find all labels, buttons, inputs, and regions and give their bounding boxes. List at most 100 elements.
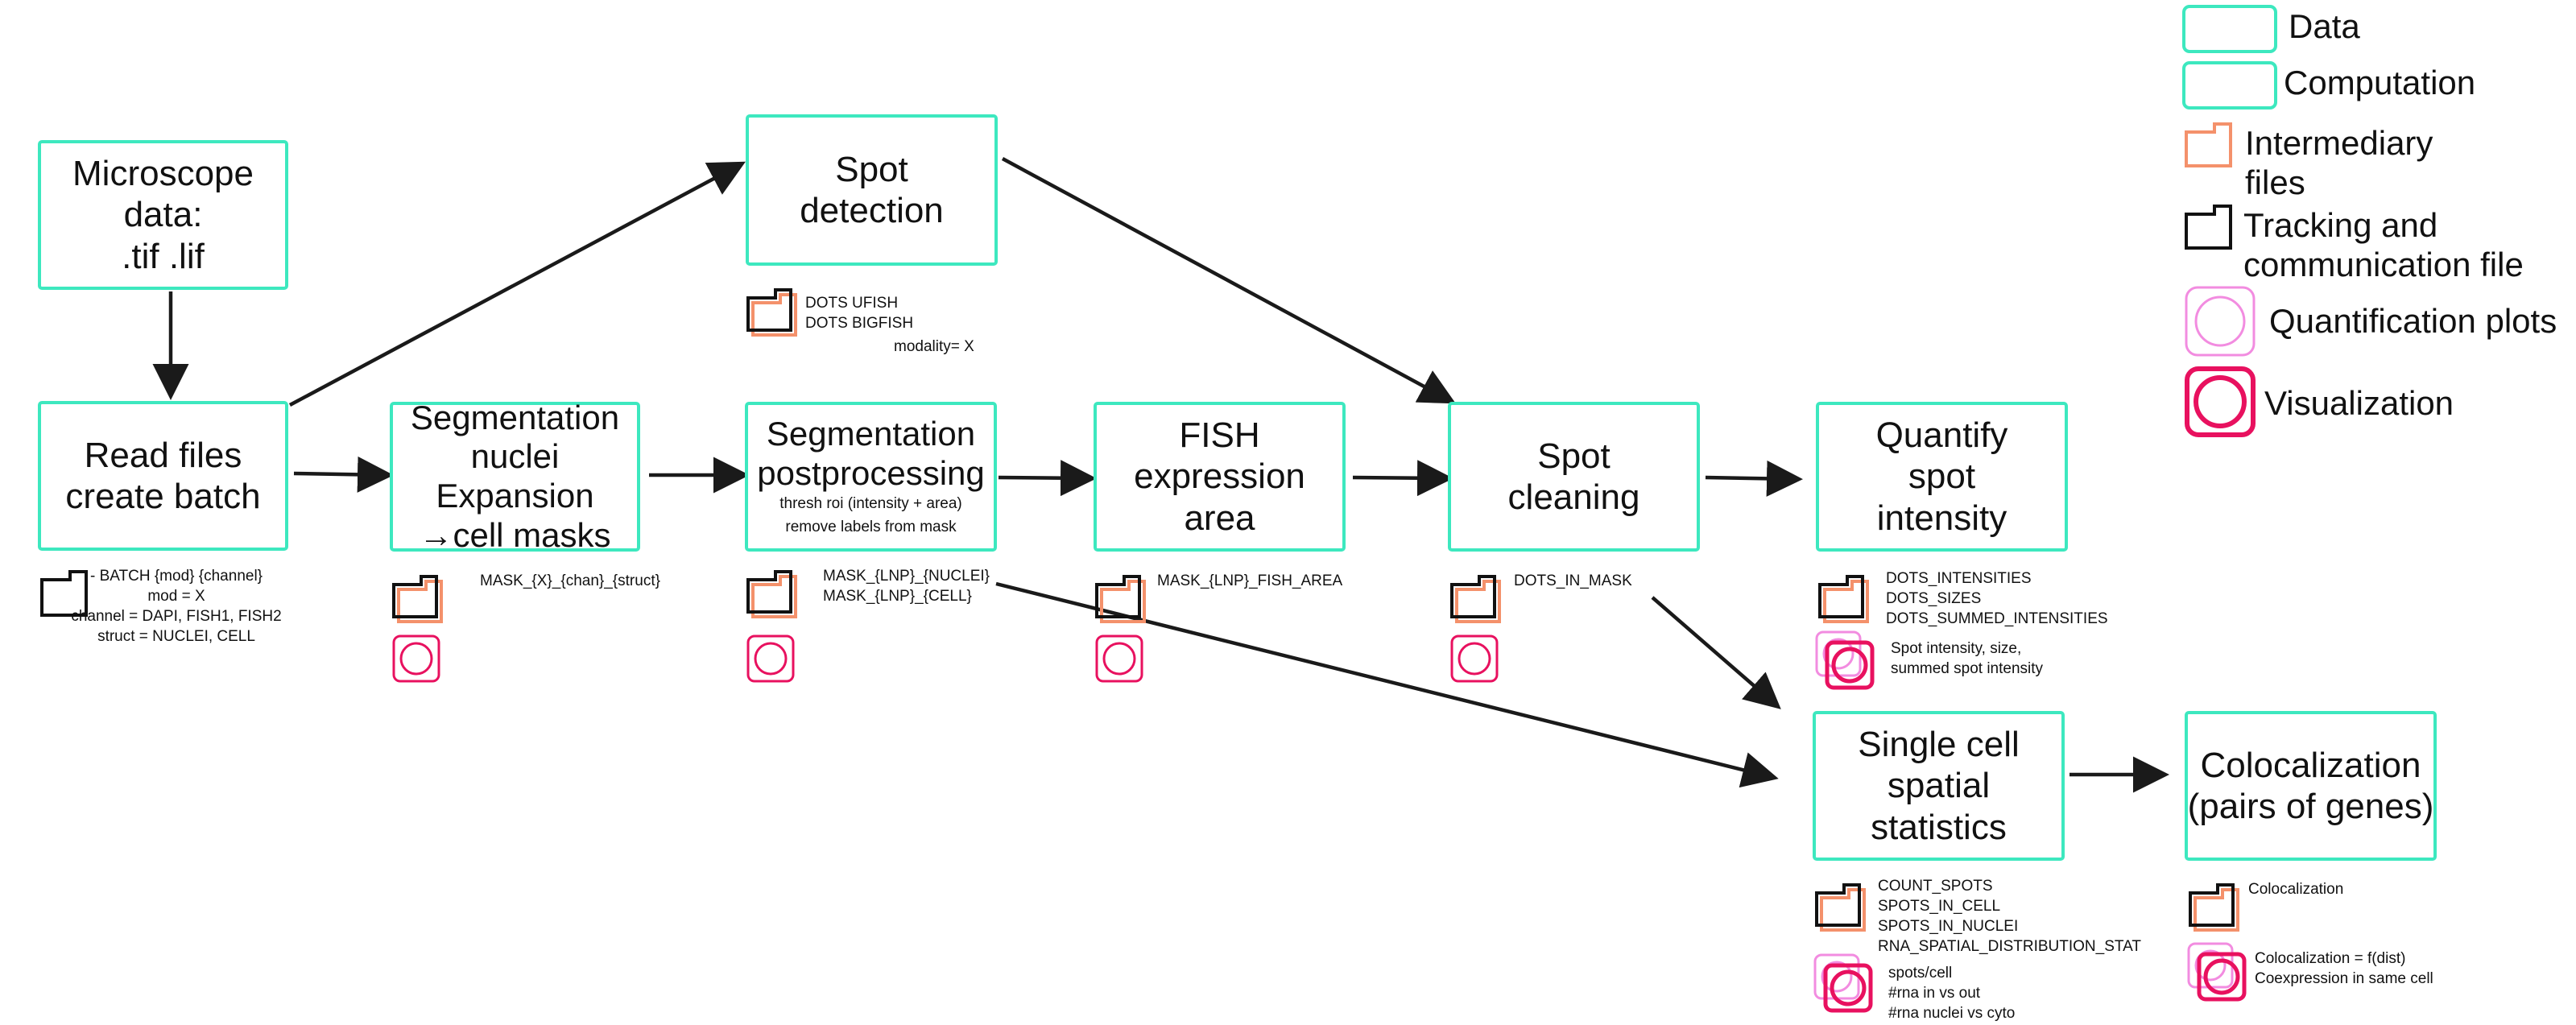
visualization-icon (1815, 630, 1875, 690)
folder-icon (1095, 575, 1146, 623)
node-fish-expression-area: FISH expression area (1094, 402, 1346, 552)
arrow-spot-detection-to-cleaning (1001, 157, 1456, 404)
annotation-line: spots/cell (1888, 965, 1953, 982)
annotation-line: SPOTS_IN_CELL (1878, 898, 2001, 915)
legend-line: communication file (2243, 245, 2524, 283)
legend-label-data: Data (2289, 7, 2360, 45)
legend-line: Intermediary (2245, 124, 2433, 162)
legend-swatch-computation (2182, 61, 2277, 110)
annotation-line: DOTS BIGFISH (805, 315, 914, 332)
node-line: Quantify (1875, 415, 2008, 456)
legend-label-quantification: Quantification plots (2269, 302, 2557, 340)
annotation-line: struct = NUCLEI, CELL (97, 628, 255, 645)
node-line: Segmentation (766, 414, 976, 453)
node-line: postprocessing (757, 453, 985, 492)
node-line: spot (1908, 457, 1976, 497)
annotation-line: Coexpression in same cell (2255, 970, 2433, 987)
folder-icon (746, 288, 797, 337)
visualization-icon (1813, 953, 1873, 1013)
annotation-line: - BATCH {mod} {channel} (89, 568, 263, 585)
annotation-line: COUNT_SPOTS (1878, 878, 1993, 895)
node-line: .tif .lif (122, 236, 205, 276)
annotation-line: RNA_SPATIAL_DISTRIBUTION_STAT (1878, 938, 2141, 955)
node-read-files: Read files create batch (38, 401, 288, 551)
folder-icon (2185, 205, 2232, 250)
legend-swatch-data (2182, 5, 2277, 53)
arrow-cleaning-to-single-cell (1651, 596, 1781, 709)
annotation-line: #rna nuclei vs cyto (1888, 1005, 2016, 1022)
annotation-batch: - BATCH {mod} {channel} mod = X channel … (68, 566, 285, 647)
annotation-line: #rna in vs out (1888, 985, 1981, 1002)
node-line: Read files (84, 435, 242, 475)
annotation-dots: DOTS UFISH DOTS BIGFISH (805, 293, 913, 333)
annotation-coloc-file: Colocalization (2248, 881, 2344, 898)
annotation-line: DOTS UFISH (805, 295, 899, 312)
plot-icon (746, 634, 795, 683)
legend-label-visualization: Visualization (2264, 384, 2454, 422)
annotation-dots-modality: modality= X (894, 338, 974, 355)
node-segmentation-nuclei: Segmentation nuclei Expansion →cell mask… (390, 398, 640, 554)
annotation-line: DOTS_SUMMED_INTENSITIES (1886, 610, 2108, 627)
plot-icon (2185, 286, 2256, 357)
node-line: →cell masks (419, 515, 611, 554)
node-sub-line: remove labels from mask (785, 518, 957, 535)
node-line: area (1184, 498, 1255, 538)
annotation-spots-plot: spots/cell #rna in vs out #rna nuclei vs… (1888, 963, 2015, 1023)
plot-icon (392, 634, 440, 683)
node-line: data: (123, 195, 203, 235)
annotation-intensity-plot: Spot intensity, size, summed spot intens… (1891, 639, 2043, 679)
node-spot-cleaning: Spot cleaning (1448, 402, 1700, 552)
plot-icon (1095, 634, 1143, 683)
node-line: Single cell (1858, 725, 2020, 765)
folder-icon (40, 570, 88, 617)
node-line: Segmentation (410, 398, 620, 436)
annotation-mask-lnp: MASK_{LNP}_{NUCLEI} MASK_{LNP}_{CELL} (823, 566, 990, 606)
node-line: nuclei (470, 437, 560, 476)
arrow-read-to-seg-nuclei (293, 456, 394, 493)
legend-label-computation: Computation (2284, 64, 2476, 101)
arrow-seg-post-to-fish (998, 460, 1097, 497)
node-line: expression (1134, 457, 1305, 497)
annotation-line: channel = DAPI, FISH1, FISH2 (71, 608, 282, 625)
node-segmentation-postprocessing: Segmentation postprocessing thresh roi (… (745, 402, 997, 552)
annotation-mask-x: MASK_{X}_{chan}_{struct} (480, 572, 660, 589)
visualization-icon (2187, 942, 2247, 1002)
annotation-mask-fish: MASK_{LNP}_FISH_AREA (1157, 572, 1343, 589)
node-line: detection (800, 191, 944, 230)
node-line: statistics (1871, 807, 2007, 847)
node-line: FISH (1179, 415, 1260, 456)
folder-icon (392, 575, 443, 623)
annotation-coloc-plot: Colocalization = f(dist) Coexpression in… (2255, 949, 2433, 989)
folder-icon (1815, 883, 1866, 932)
annotation-dots-in-mask: DOTS_IN_MASK (1514, 572, 1632, 589)
folder-icon (746, 570, 797, 618)
node-line: Spot (835, 149, 908, 189)
legend-line: files (2245, 163, 2305, 201)
node-line: Microscope (72, 154, 254, 194)
plot-icon (1450, 634, 1499, 683)
node-line: spatial (1887, 766, 1991, 806)
annotation-line: SPOTS_IN_NUCLEI (1878, 918, 2019, 935)
node-quantify-spot-intensity: Quantify spot intensity (1816, 402, 2068, 552)
folder-icon (2185, 122, 2232, 167)
node-line: (pairs of genes) (2187, 787, 2434, 826)
annotation-line: DOTS_INTENSITIES (1886, 570, 2032, 587)
node-single-cell-statistics: Single cell spatial statistics (1813, 711, 2065, 861)
legend-label-intermediary: Intermediary files (2245, 124, 2433, 202)
arrow-fish-to-cleaning (1352, 460, 1453, 497)
folder-icon (2189, 883, 2239, 932)
node-line: cleaning (1507, 477, 1640, 517)
legend-line: Tracking and (2243, 206, 2438, 244)
node-line: Expansion (436, 477, 594, 515)
folder-icon (1818, 575, 1869, 623)
folder-icon (1450, 575, 1501, 623)
annotation-intensities: DOTS_INTENSITIES DOTS_SIZES DOTS_SUMMED_… (1886, 568, 2108, 629)
node-line: Spot (1537, 436, 1611, 476)
annotation-line: DOTS_SIZES (1886, 590, 1982, 607)
node-line: Colocalization (2200, 745, 2421, 785)
annotation-line: mod = X (147, 588, 205, 605)
node-sub-line: thresh roi (intensity + area) (779, 495, 962, 513)
annotation-spots: COUNT_SPOTS SPOTS_IN_CELL SPOTS_IN_NUCLE… (1878, 876, 2141, 957)
node-colocalization: Colocalization (pairs of genes) (2185, 711, 2437, 861)
node-microscope-data: Microscope data: .tif .lif (38, 140, 288, 290)
